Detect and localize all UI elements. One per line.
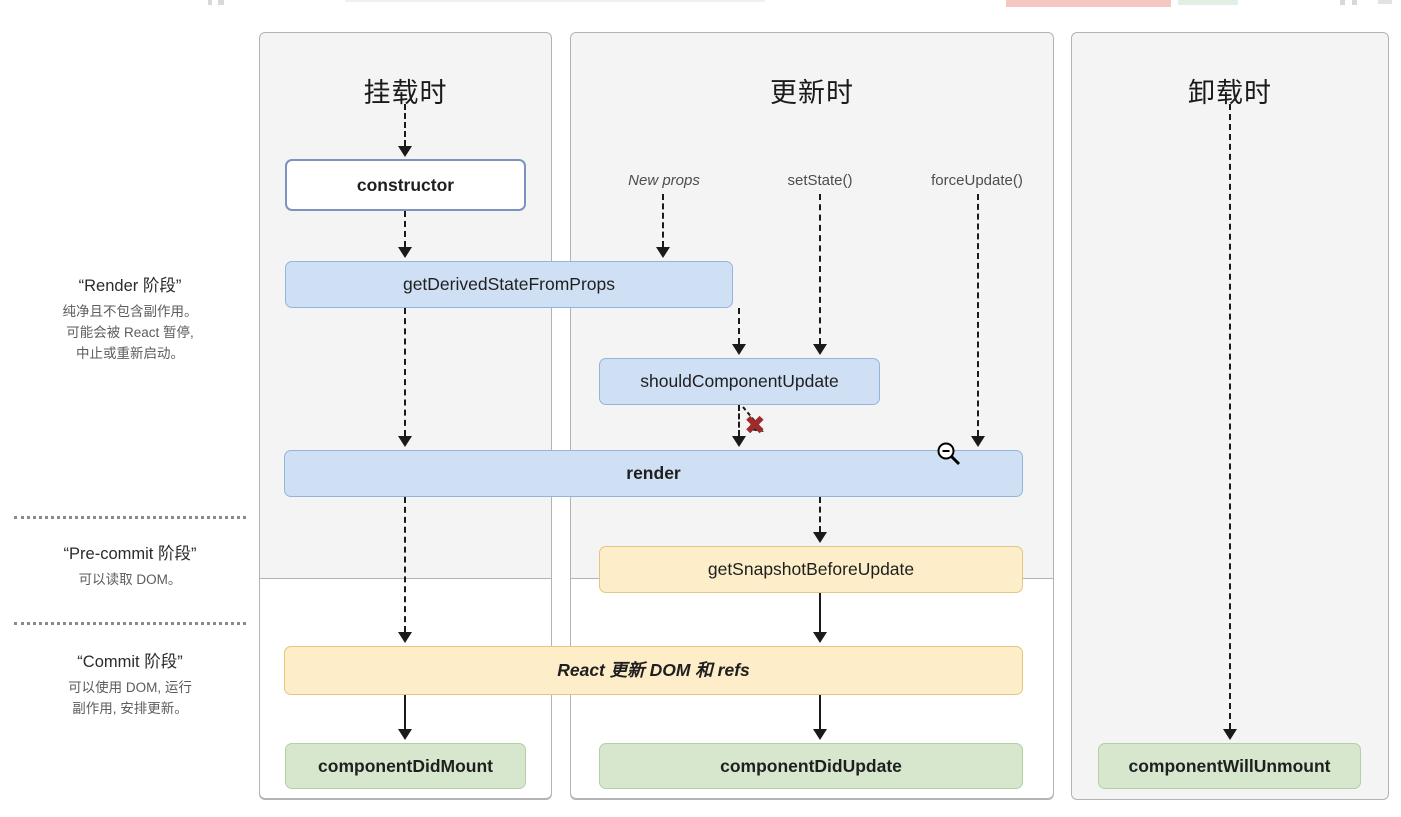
arrowhead-react-dom-update [813, 632, 827, 643]
top-chrome-fragment-a [208, 0, 212, 5]
arrowhead-component-did-mount [398, 729, 412, 740]
lifecycle-node-should-component-update[interactable]: shouldComponentUpdate [599, 358, 880, 405]
trigger-label-set-state: setState() [787, 172, 853, 189]
arrowhead-render-from-force-update [971, 436, 985, 447]
connector-unmount-flow [1229, 104, 1231, 729]
connector-gsbu-to-react-dom [819, 593, 821, 632]
arrowhead-gdsfp-update [656, 247, 670, 258]
phase-column-title-unmounting: 卸载时 [1188, 78, 1272, 108]
connector-set-state-to-scu [819, 194, 821, 344]
lifecycle-node-constructor[interactable]: constructor [285, 159, 526, 211]
phase-column-title-updating: 更新时 [770, 78, 854, 108]
connector-force-update-to-render [977, 194, 979, 436]
connector-constructor-to-gdsfp [404, 211, 406, 247]
arrowhead-scu-from-set-state [813, 344, 827, 355]
legend-render-line2: 可能会被 React 暂停, [66, 324, 194, 340]
legend-commit-phase: “Commit 阶段” 可以使用 DOM, 运行 副作用, 安排更新。 [14, 648, 246, 720]
legend-commit-line1: 可以使用 DOM, 运行 [68, 680, 192, 695]
skip-render-x-icon: ✖ [744, 410, 766, 440]
connector-gdsfp-to-scu [738, 308, 740, 344]
legend-divider-bottom [14, 622, 246, 625]
arrowhead-react-dom-mount [398, 632, 412, 643]
top-chrome-fragment-d [1352, 0, 1357, 5]
legend-render-title: “Render 阶段” [78, 277, 182, 295]
trigger-label-force-update: forceUpdate() [931, 172, 1023, 189]
lifecycle-node-react-updates-dom-and-refs[interactable]: React 更新 DOM 和 refs [284, 646, 1023, 695]
lifecycle-node-get-snapshot-before-update[interactable]: getSnapshotBeforeUpdate [599, 546, 1023, 593]
lifecycle-node-component-did-update[interactable]: componentDidUpdate [599, 743, 1023, 789]
legend-commit-line2: 副作用, 安排更新。 [72, 700, 188, 716]
arrowhead-component-did-update [813, 729, 827, 740]
connector-react-dom-to-did-update [819, 695, 821, 729]
arrowhead-constructor [398, 146, 412, 157]
arrowhead-render-from-scu [732, 436, 746, 447]
lifecycle-node-render[interactable]: render [284, 450, 1023, 497]
connector-gdsfp-to-render-mount [404, 308, 406, 436]
legend-render-line1: 纯净且不包含副作用。 [62, 304, 198, 319]
top-chrome-fragment-b [218, 0, 224, 5]
connector-render-to-react-dom-mount [404, 497, 406, 632]
phase-column-title-mounting: 挂载时 [363, 78, 448, 108]
legend-pre-commit-phase: “Pre-commit 阶段” 可以读取 DOM。 [14, 540, 246, 591]
connector-new-props-to-gdsfp [662, 194, 664, 247]
top-chrome-fragment-e [1378, 0, 1392, 4]
lifecycle-node-component-did-mount[interactable]: componentDidMount [285, 743, 526, 789]
arrowhead-gsbu [813, 532, 827, 543]
top-chrome-fragment-green [1178, 0, 1238, 5]
zoom-out-magnifier-cursor-icon [937, 442, 961, 466]
lifecycle-node-component-will-unmount[interactable]: componentWillUnmount [1098, 743, 1361, 789]
lifecycle-node-get-derived-state-from-props[interactable]: getDerivedStateFromProps [285, 261, 733, 308]
legend-render-phase: “Render 阶段” 纯净且不包含副作用。 可能会被 React 暂停, 中止… [14, 272, 246, 365]
arrowhead-gdsfp-mount [398, 247, 412, 258]
legend-pre-commit-line1: 可以读取 DOM。 [78, 572, 182, 587]
connector-react-dom-to-did-mount [404, 695, 406, 729]
legend-pre-commit-title: “Pre-commit 阶段” [63, 545, 197, 563]
trigger-label-new-props: New props [628, 172, 700, 189]
connector-start-to-constructor [404, 104, 406, 146]
connector-scu-to-render [738, 405, 740, 436]
skip-render-branch-arrow [742, 406, 764, 432]
legend-render-line3: 中止或重新启动。 [76, 345, 184, 361]
legend-divider-top [14, 516, 246, 519]
connector-render-to-gsbu [819, 497, 821, 532]
legend-commit-title: “Commit 阶段” [77, 653, 183, 671]
top-chrome-fragment-line [345, 0, 765, 2]
arrowhead-scu-from-gdsfp [732, 344, 746, 355]
top-chrome-fragment-pink [1006, 0, 1171, 7]
top-chrome-fragment-c [1340, 0, 1345, 5]
arrowhead-render-mount [398, 436, 412, 447]
arrowhead-component-will-unmount [1223, 729, 1237, 740]
